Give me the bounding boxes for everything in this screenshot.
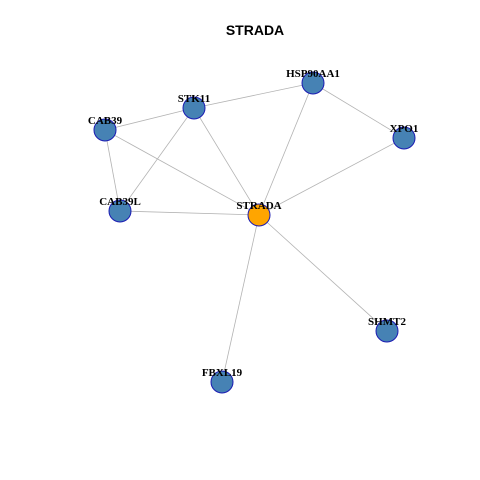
node-strada: STRADA	[236, 200, 282, 227]
node-label-stk11: STK11	[178, 93, 210, 105]
node-cab39l: CAB39L	[99, 196, 141, 223]
edge-hsp90aa1-xpo1	[312, 82, 405, 139]
edges-layer	[104, 82, 405, 383]
node-circle-shmt2	[375, 319, 399, 343]
edge-strada-cab39	[104, 129, 260, 216]
node-label-cab39: CAB39	[88, 115, 123, 127]
edge-strada-xpo1	[258, 137, 405, 216]
edge-cab39-cab39l	[104, 129, 121, 212]
edge-stk11-cab39	[104, 107, 195, 131]
node-circle-fbxl19	[210, 370, 234, 394]
node-xpo1: XPO1	[390, 123, 419, 150]
node-cab39: CAB39	[88, 115, 123, 142]
node-circle-cab39l	[108, 199, 132, 223]
edge-strada-cab39l	[119, 210, 260, 216]
node-circle-hsp90aa1	[301, 71, 325, 95]
node-stk11: STK11	[178, 93, 210, 120]
node-label-hsp90aa1: HSP90AA1	[286, 68, 340, 80]
node-fbxl19: FBXL19	[202, 367, 243, 394]
node-label-strada: STRADA	[236, 200, 281, 212]
node-circle-xpo1	[392, 126, 416, 150]
edge-strada-shmt2	[258, 214, 388, 332]
graph-title: STRADA	[226, 22, 284, 38]
node-shmt2: SHMT2	[368, 316, 406, 343]
edge-stk11-cab39l	[119, 107, 195, 212]
node-circle-stk11	[182, 96, 206, 120]
edge-strada-hsp90aa1	[258, 82, 314, 216]
node-hsp90aa1: HSP90AA1	[286, 68, 340, 95]
node-circle-cab39	[93, 118, 117, 142]
node-label-fbxl19: FBXL19	[202, 367, 243, 379]
node-label-cab39l: CAB39L	[99, 196, 141, 208]
node-circle-strada	[247, 203, 271, 227]
node-label-xpo1: XPO1	[390, 123, 419, 135]
edge-stk11-hsp90aa1	[193, 82, 314, 109]
edge-strada-fbxl19	[221, 214, 260, 383]
node-label-shmt2: SHMT2	[368, 316, 406, 328]
edge-strada-stk11	[193, 107, 260, 216]
